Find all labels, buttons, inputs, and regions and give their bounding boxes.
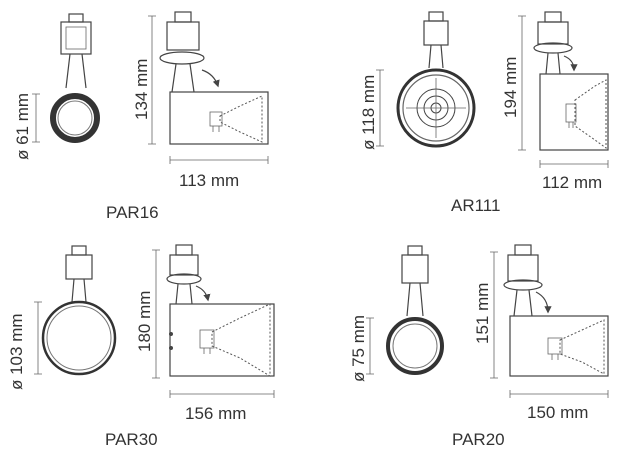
par20-length-dimension: 150 mm (509, 390, 609, 422)
ar111-length-label: 112 mm (542, 173, 602, 192)
par20-side-view (503, 244, 609, 377)
par30-length-label: 156 mm (185, 404, 246, 423)
par20-height-label: 151 mm (473, 283, 492, 344)
ar111-diameter-label: ø 118 mm (359, 75, 378, 150)
ar111-length-dimension: 112 mm (539, 160, 609, 192)
par20-length-label: 150 mm (527, 403, 588, 422)
fixture-ar111: ø 118 mm 194 mm 112 mm AR111 (359, 11, 609, 215)
par20-diameter-dimension: ø 75 mm (349, 315, 374, 382)
par16-height-dimension: 134 mm (132, 15, 156, 145)
par30-diameter-label: ø 103 mm (7, 313, 26, 390)
par16-diameter-label: ø 61 mm (13, 93, 32, 160)
par16-length-dimension: 113 mm (169, 156, 269, 190)
par20-height-dimension: 151 mm (473, 251, 498, 379)
fixture-par30: ø 103 mm 180 mm 156 mm PAR30 (7, 244, 275, 449)
par30-diameter-dimension: ø 103 mm (7, 301, 42, 390)
par30-height-dimension: 180 mm (135, 249, 160, 379)
ar111-title: AR111 (451, 196, 500, 215)
ar111-diameter-dimension: ø 118 mm (359, 69, 384, 150)
ar111-side-view (533, 11, 609, 151)
par16-height-label: 134 mm (132, 59, 151, 120)
par20-diameter-label: ø 75 mm (349, 315, 368, 382)
par16-side-view (159, 11, 269, 145)
par30-side-view (166, 244, 275, 377)
ar111-height-dimension: 194 mm (501, 15, 526, 151)
par30-height-label: 180 mm (135, 291, 154, 352)
par16-title: PAR16 (106, 203, 159, 222)
fixture-par20: ø 75 mm 151 mm 150 mm PAR20 (349, 244, 609, 449)
par16-length-label: 113 mm (179, 171, 239, 190)
par30-front-view (41, 245, 117, 376)
par20-title: PAR20 (452, 430, 505, 449)
par16-diameter-dimension: ø 61 mm (13, 93, 40, 160)
ar111-front-view (396, 11, 476, 148)
par20-front-view (386, 245, 444, 375)
ar111-height-label: 194 mm (501, 57, 520, 118)
par30-title: PAR30 (105, 430, 158, 449)
par30-length-dimension: 156 mm (169, 390, 275, 423)
par16-front-view (50, 13, 100, 143)
fixture-par16: ø 61 mm 134 mm 113 mm PAR16 (13, 11, 269, 222)
